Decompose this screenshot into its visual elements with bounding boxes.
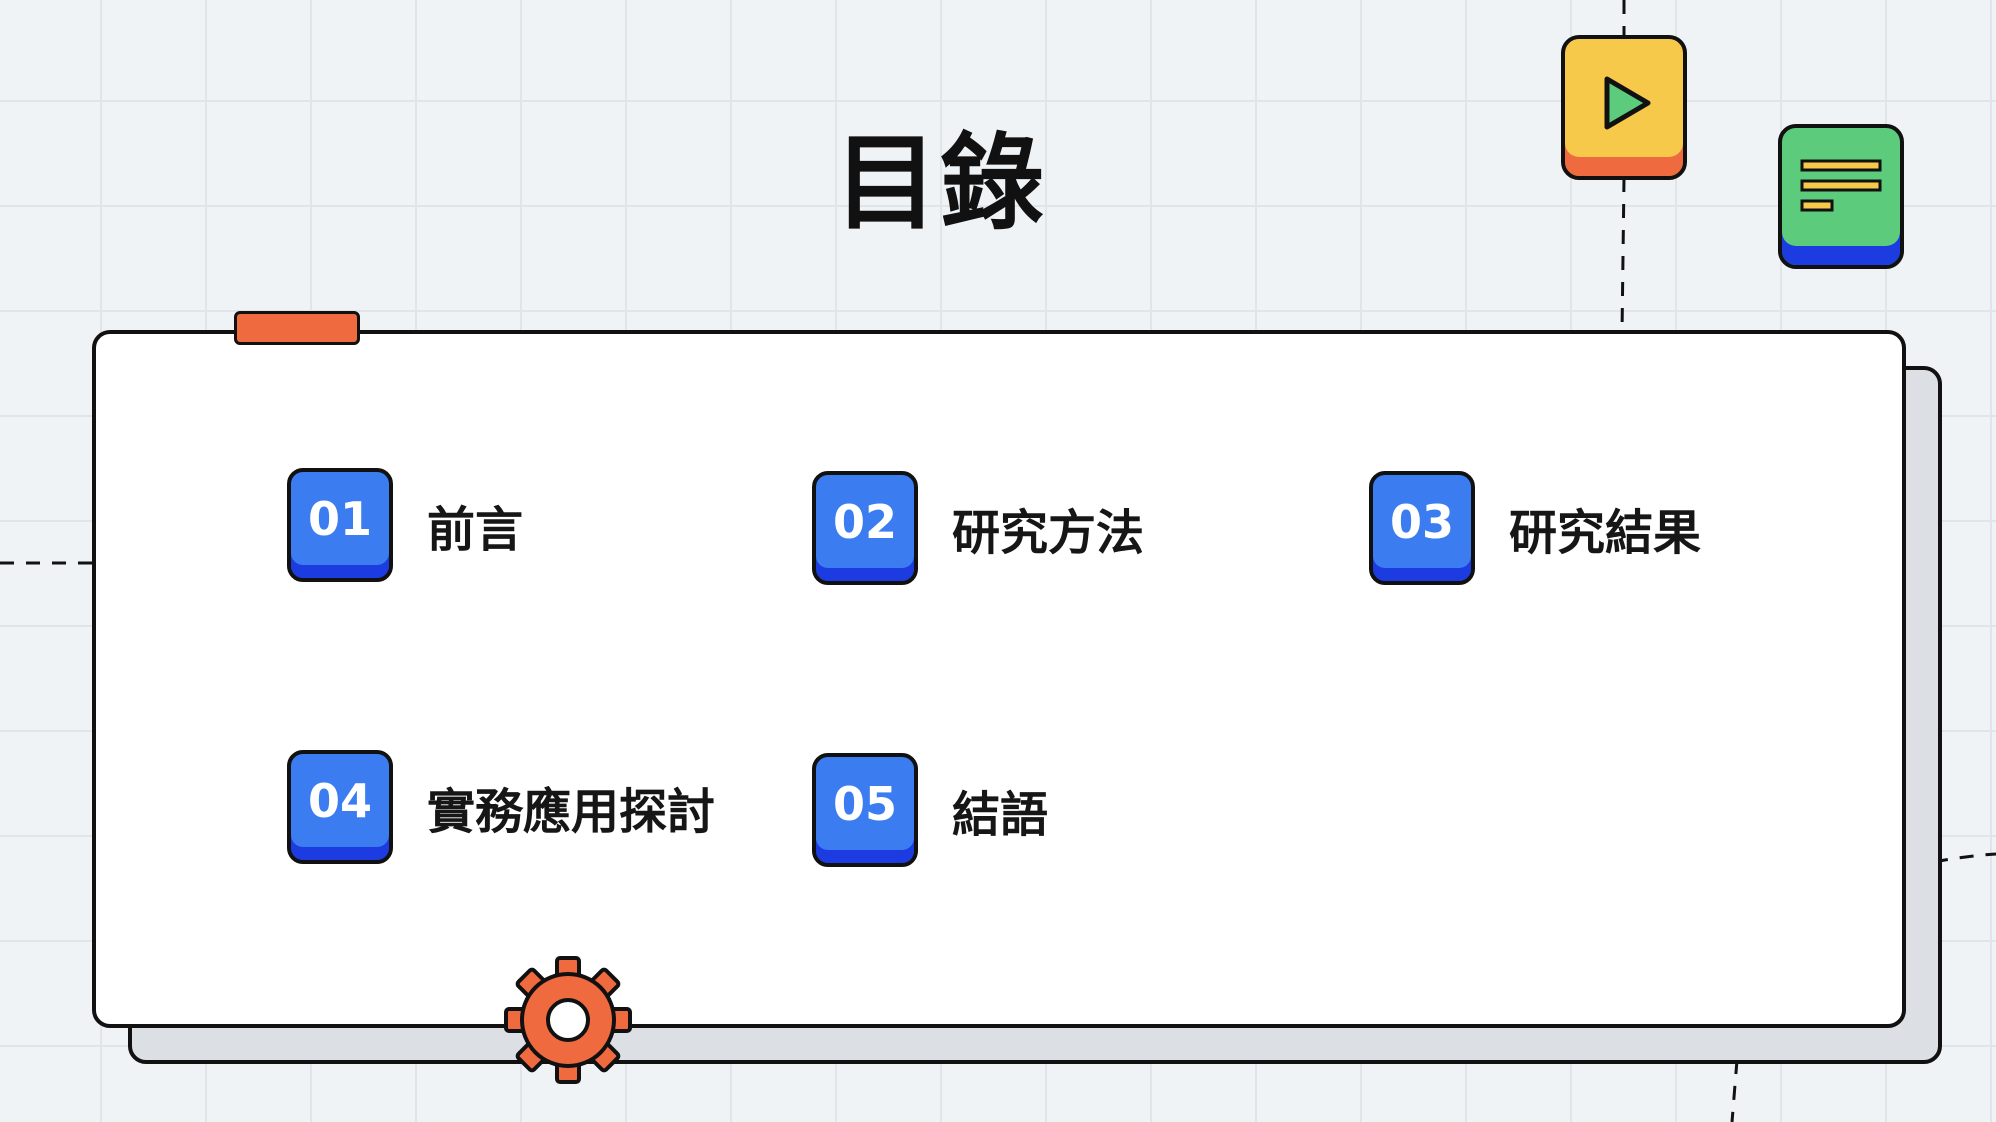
- play-icon: [1561, 35, 1687, 180]
- toc-label: 研究結果: [1509, 505, 1702, 561]
- toc-badge: 01: [287, 468, 393, 582]
- toc-badge: 03: [1369, 471, 1475, 585]
- toc-panel: [92, 330, 1906, 1028]
- toc-label: 研究方法: [952, 505, 1145, 561]
- toc-badge: 05: [812, 753, 918, 867]
- panel-tab-accent: [234, 311, 360, 345]
- toc-item-04[interactable]: 04 實務應用探討: [287, 750, 715, 864]
- text-lines-icon: [1778, 124, 1904, 269]
- page-title: 目錄: [833, 122, 1046, 244]
- toc-item-05[interactable]: 05 結語: [812, 753, 1048, 867]
- toc-item-01[interactable]: 01 前言: [287, 468, 523, 582]
- toc-badge: 04: [287, 750, 393, 864]
- toc-badge: 02: [812, 471, 918, 585]
- toc-item-02[interactable]: 02 研究方法: [812, 471, 1144, 585]
- toc-label: 結語: [952, 787, 1049, 843]
- toc-label: 前言: [427, 502, 524, 558]
- gear-icon: [504, 956, 632, 1084]
- toc-item-03[interactable]: 03 研究結果: [1369, 471, 1701, 585]
- toc-label: 實務應用探討: [427, 784, 716, 840]
